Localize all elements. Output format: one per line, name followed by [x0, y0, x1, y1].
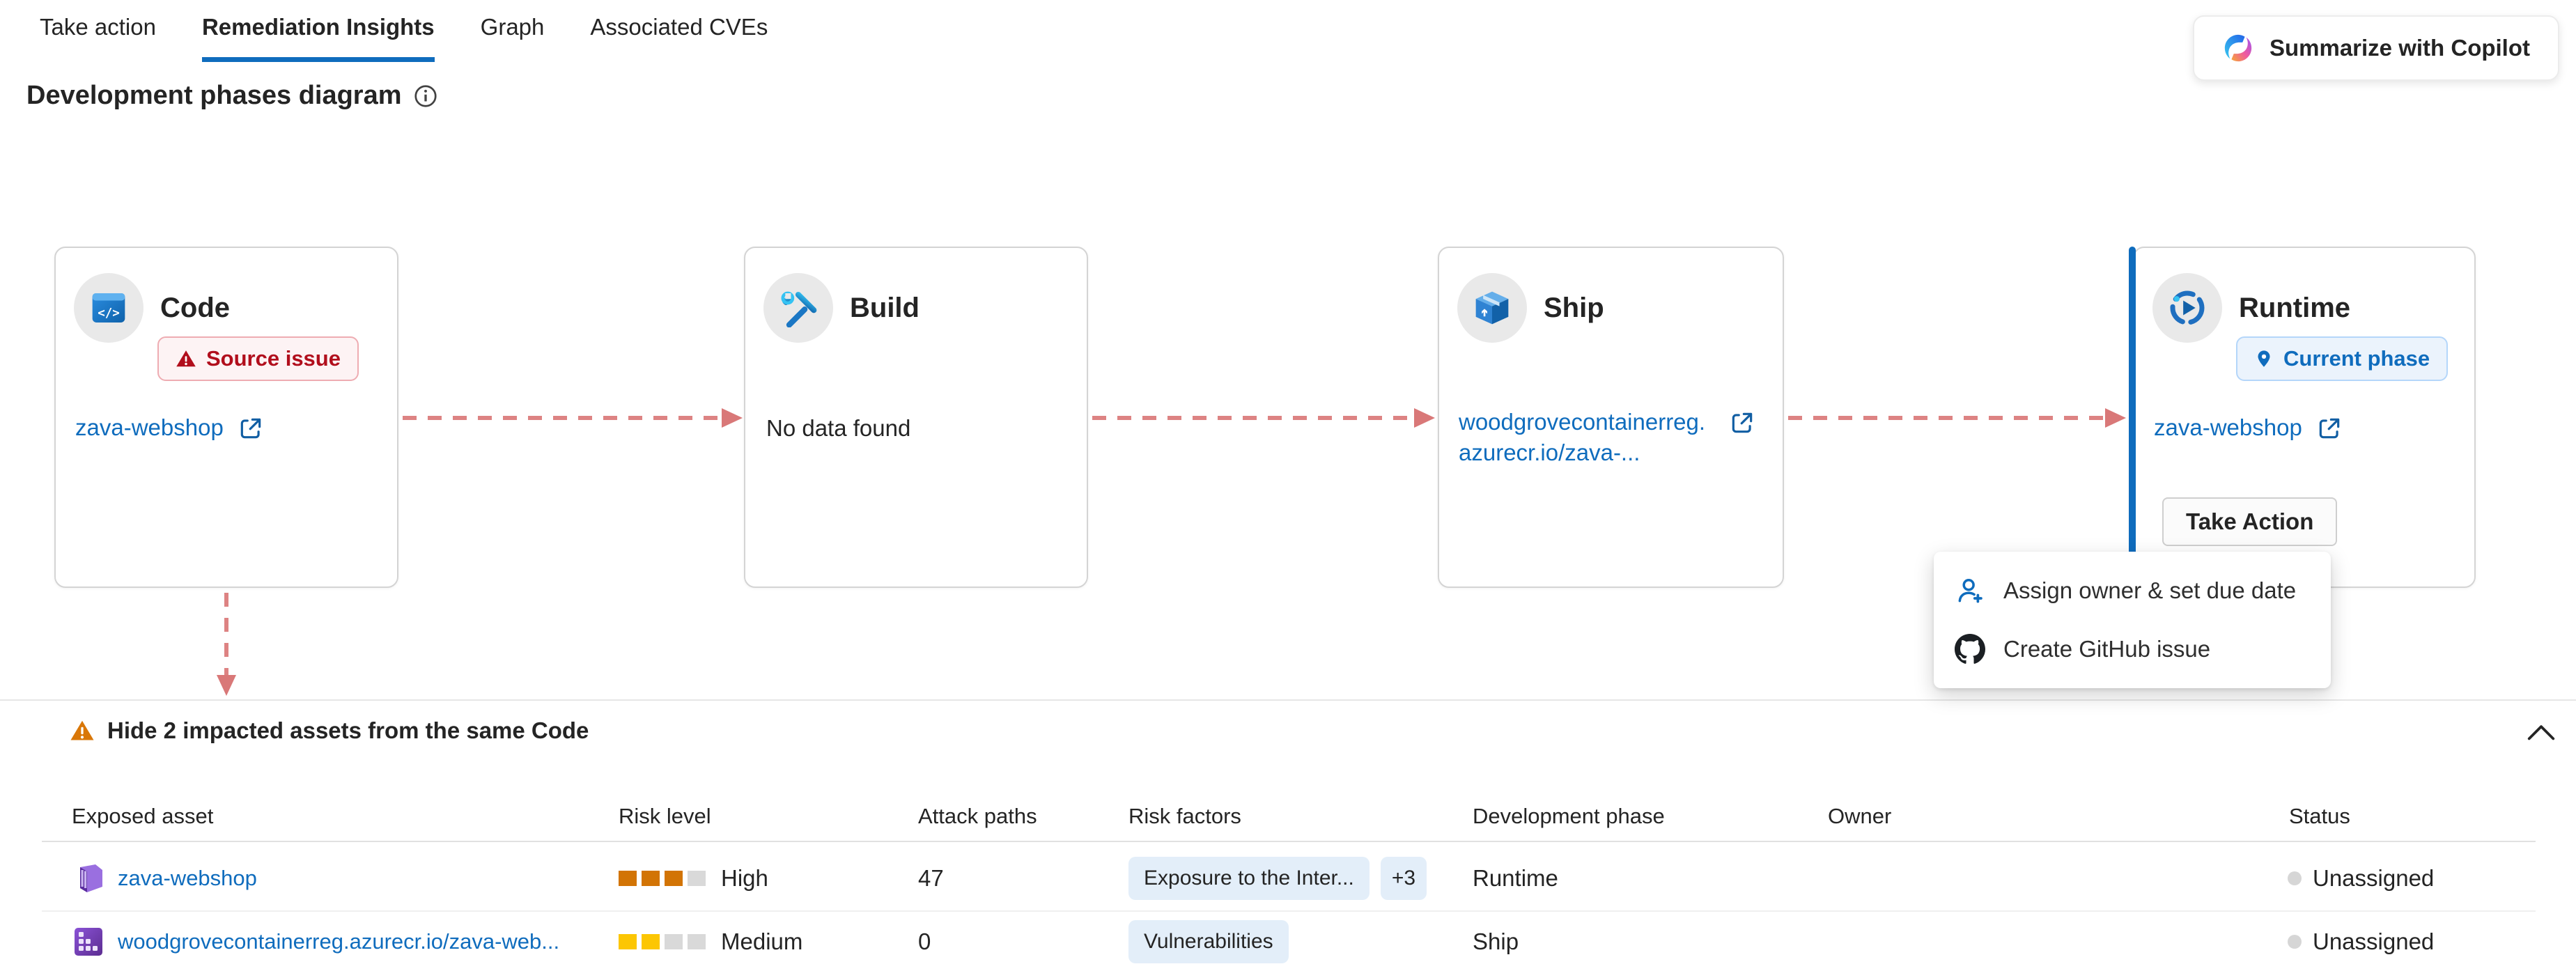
summarize-with-copilot-button[interactable]: Summarize with Copilot [2192, 15, 2559, 81]
warning-icon [70, 718, 95, 743]
more-risk-factors-chip[interactable]: +3 [1380, 857, 1427, 900]
attack-paths-value: 47 [918, 865, 944, 891]
risk-meter-medium [619, 933, 706, 949]
development-phase-cell: Ship [1473, 912, 1519, 971]
table-row-asset: woodgrovecontainerreg.azurecr.io/zava-we… [72, 912, 559, 971]
person-add-icon [1955, 575, 1985, 606]
location-pin-icon [2254, 349, 2274, 368]
phase-card-build: Build No data found [744, 247, 1088, 588]
ship-phase-icon [1457, 273, 1527, 343]
column-header-exposed-asset[interactable]: Exposed asset [72, 804, 214, 828]
build-no-data-text: No data found [766, 415, 911, 441]
flow-arrow-code-to-build [403, 408, 743, 428]
code-phase-icon: </> [74, 273, 143, 343]
runtime-asset-link[interactable]: zava-webshop [2154, 412, 2343, 443]
current-phase-badge: Current phase [2236, 336, 2449, 381]
ship-asset-link-text: woodgrovecontainerreg.azurecr.io/zava-..… [1459, 409, 1706, 465]
section-divider [0, 699, 2576, 701]
status-value: Unassigned [2313, 865, 2435, 891]
development-phase-value: Runtime [1473, 865, 1558, 891]
source-issue-label: Source issue [206, 346, 341, 371]
development-phase-cell: Runtime [1473, 846, 1558, 910]
risk-level-cell: High [619, 846, 768, 910]
container-registry-asset-icon [72, 925, 105, 958]
info-icon[interactable] [413, 84, 438, 109]
tab-bar: Take action Remediation Insights Graph A… [40, 13, 768, 62]
table-header-border [42, 841, 2536, 842]
copilot-icon [2222, 32, 2254, 64]
runtime-phase-icon [2152, 273, 2222, 343]
phase-title-ship: Ship [1544, 293, 1604, 323]
risk-factors-cell: Vulnerabilities [1128, 912, 1289, 971]
runtime-asset-link-text: zava-webshop [2154, 414, 2302, 440]
risk-level-label: High [721, 865, 768, 891]
risk-level-cell: Medium [619, 912, 802, 971]
tab-graph[interactable]: Graph [480, 14, 545, 40]
warning-icon [176, 348, 196, 369]
flow-arrow-code-to-assets [217, 593, 236, 696]
build-phase-icon [763, 273, 833, 343]
svg-text:</>: </> [98, 306, 120, 320]
status-value: Unassigned [2313, 928, 2435, 954]
ship-asset-link[interactable]: woodgrovecontainerreg.azurecr.io/zava-..… [1459, 407, 1755, 468]
phase-card-runtime: Runtime Current phase zava-webshop Take … [2133, 247, 2476, 588]
page-title: Development phases diagram [26, 81, 402, 110]
external-link-icon [238, 415, 264, 442]
take-action-button[interactable]: Take Action [2162, 497, 2338, 546]
current-phase-label: Current phase [2283, 346, 2430, 371]
impacted-assets-banner[interactable]: Hide 2 impacted assets from the same Cod… [70, 717, 589, 744]
attack-paths-value: 0 [918, 928, 931, 954]
take-action-label: Take Action [2186, 508, 2314, 534]
status-cell: Unassigned [2288, 846, 2434, 910]
github-icon [1955, 634, 1985, 665]
asset-link[interactable]: zava-webshop [118, 866, 257, 890]
column-header-attack-paths[interactable]: Attack paths [918, 804, 1037, 828]
column-header-owner[interactable]: Owner [1828, 804, 1892, 828]
column-header-status[interactable]: Status [2289, 804, 2350, 828]
webapp-asset-icon [72, 862, 105, 895]
risk-level-label: Medium [721, 928, 803, 954]
attack-paths-cell: 47 [918, 846, 944, 910]
menu-item-label: Assign owner & set due date [2003, 577, 2297, 603]
flow-arrow-ship-to-runtime [1788, 408, 2126, 428]
section-heading: Development phases diagram [26, 81, 438, 111]
column-header-risk-factors[interactable]: Risk factors [1128, 804, 1241, 828]
external-link-icon [1729, 410, 1755, 436]
menu-item-create-github-issue[interactable]: Create GitHub issue [1934, 620, 2331, 678]
asset-link[interactable]: woodgrovecontainerreg.azurecr.io/zava-we… [118, 929, 560, 954]
table-row-border [42, 910, 2536, 912]
risk-meter-high [619, 871, 706, 886]
menu-item-assign-owner[interactable]: Assign owner & set due date [1934, 561, 2331, 620]
phase-title-build: Build [850, 293, 920, 323]
chevron-up-icon[interactable] [2526, 722, 2556, 746]
tab-take-action[interactable]: Take action [40, 14, 156, 40]
phase-title-code: Code [160, 293, 230, 323]
flow-arrow-build-to-ship [1092, 408, 1435, 428]
risk-factor-chip: Vulnerabilities [1128, 919, 1289, 963]
code-asset-link-text: zava-webshop [75, 414, 224, 440]
source-issue-badge: Source issue [157, 336, 359, 381]
table-row-asset: zava-webshop [72, 846, 257, 910]
code-asset-link[interactable]: zava-webshop [75, 412, 264, 443]
risk-factors-cell: Exposure to the Inter... +3 [1128, 846, 1427, 910]
copilot-button-label: Summarize with Copilot [2269, 35, 2530, 61]
phase-card-code: </> Code Source issue zava-webshop [54, 247, 398, 588]
tab-remediation-insights[interactable]: Remediation Insights [201, 13, 435, 62]
tab-associated-cves[interactable]: Associated CVEs [590, 14, 768, 40]
status-cell: Unassigned [2288, 912, 2434, 971]
attack-paths-cell: 0 [918, 912, 931, 971]
external-link-icon [2316, 415, 2343, 442]
development-phase-value: Ship [1473, 928, 1519, 954]
column-header-development-phase[interactable]: Development phase [1473, 804, 1665, 828]
status-dot [2288, 871, 2302, 885]
take-action-menu: Assign owner & set due date Create GitHu… [1934, 552, 2331, 688]
phase-card-ship: Ship woodgrovecontainerreg.azurecr.io/za… [1438, 247, 1784, 588]
impacted-assets-title: Hide 2 impacted assets from the same Cod… [107, 717, 589, 743]
menu-item-label: Create GitHub issue [2003, 636, 2211, 662]
phase-title-runtime: Runtime [2239, 293, 2350, 323]
risk-factor-chip: Exposure to the Inter... [1128, 857, 1370, 900]
current-phase-accent-bar [2129, 247, 2136, 588]
status-dot [2288, 934, 2302, 949]
column-header-risk-level[interactable]: Risk level [619, 804, 711, 828]
